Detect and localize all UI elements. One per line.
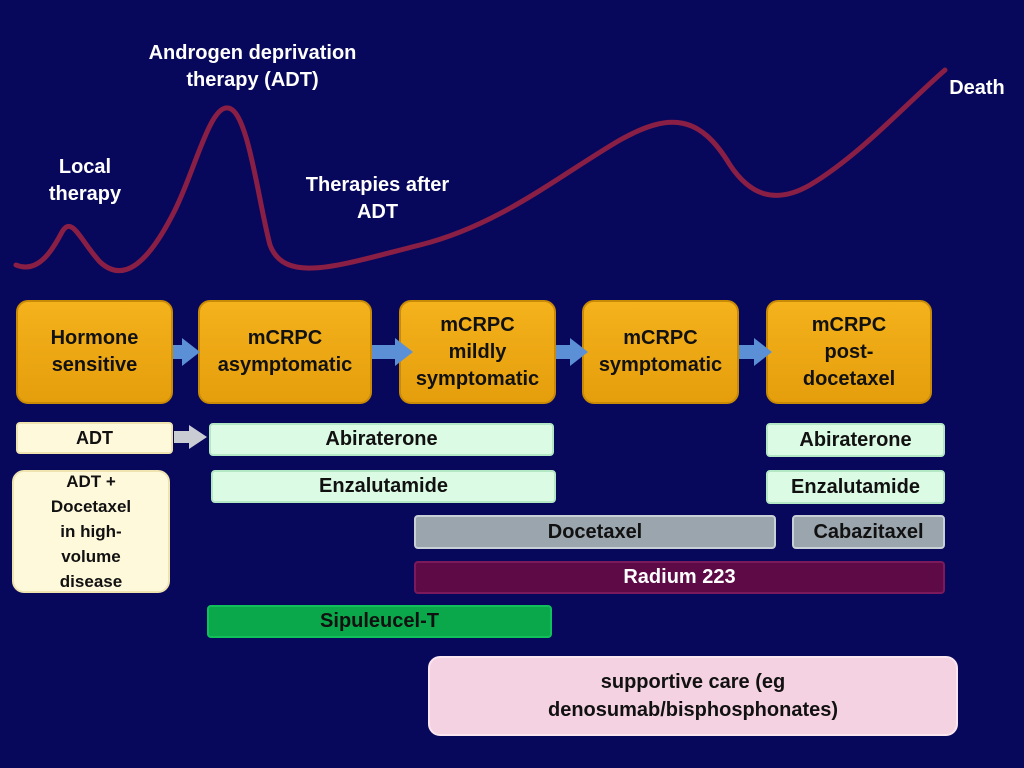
stage-mcrpc-mildly-symptomatic: mCRPC mildly symptomatic (399, 300, 556, 404)
adt-docetaxel-box: ADT + Docetaxel in high- volume disease (12, 470, 170, 593)
cabazitaxel-bar: Cabazitaxel (792, 515, 945, 549)
stage-arrow-3 (570, 338, 588, 366)
stage-arrow-2 (395, 338, 413, 366)
stage-arrow-1 (182, 338, 200, 366)
stage-arrow-2-shaft (372, 345, 396, 359)
stage-arrow-3-shaft (556, 345, 572, 359)
therapies-after-adt-label: Therapies after ADT (305, 174, 450, 223)
radium-223-bar: Radium 223 (414, 561, 945, 594)
enzalutamide-early-bar: Enzalutamide (211, 470, 556, 503)
supportive-care-box: supportive care (eg denosumab/bisphospho… (428, 656, 958, 736)
docetaxel-bar: Docetaxel (414, 515, 776, 549)
stage-mcrpc-asymptomatic: mCRPC asymptomatic (198, 300, 372, 404)
stage-mcrpc-post-docetaxel: mCRPC post- docetaxel (766, 300, 932, 404)
enzalutamide-late-bar: Enzalutamide (766, 470, 945, 504)
stage-hormone-sensitive: Hormone sensitive (16, 300, 173, 404)
adt-label: Androgen deprivation therapy (ADT) (148, 42, 357, 91)
adt-arrow (189, 425, 207, 449)
sipuleucel-t-bar: Sipuleucel-T (207, 605, 552, 638)
adt-bar: ADT (16, 422, 173, 454)
local-therapy-label: Local therapy (48, 156, 122, 205)
abiraterone-early-bar: Abiraterone (209, 423, 554, 456)
disease-course-curve (13, 67, 948, 274)
disease-course-line (13, 67, 948, 274)
stage-arrow-1-shaft (173, 345, 183, 359)
abiraterone-late-bar: Abiraterone (766, 423, 945, 457)
stage-arrow-4-shaft (739, 345, 755, 359)
adt-arrow-shaft (174, 431, 190, 443)
stage-arrow-4 (754, 338, 772, 366)
death-label: Death (949, 77, 1005, 99)
stage-mcrpc-symptomatic: mCRPC symptomatic (582, 300, 739, 404)
